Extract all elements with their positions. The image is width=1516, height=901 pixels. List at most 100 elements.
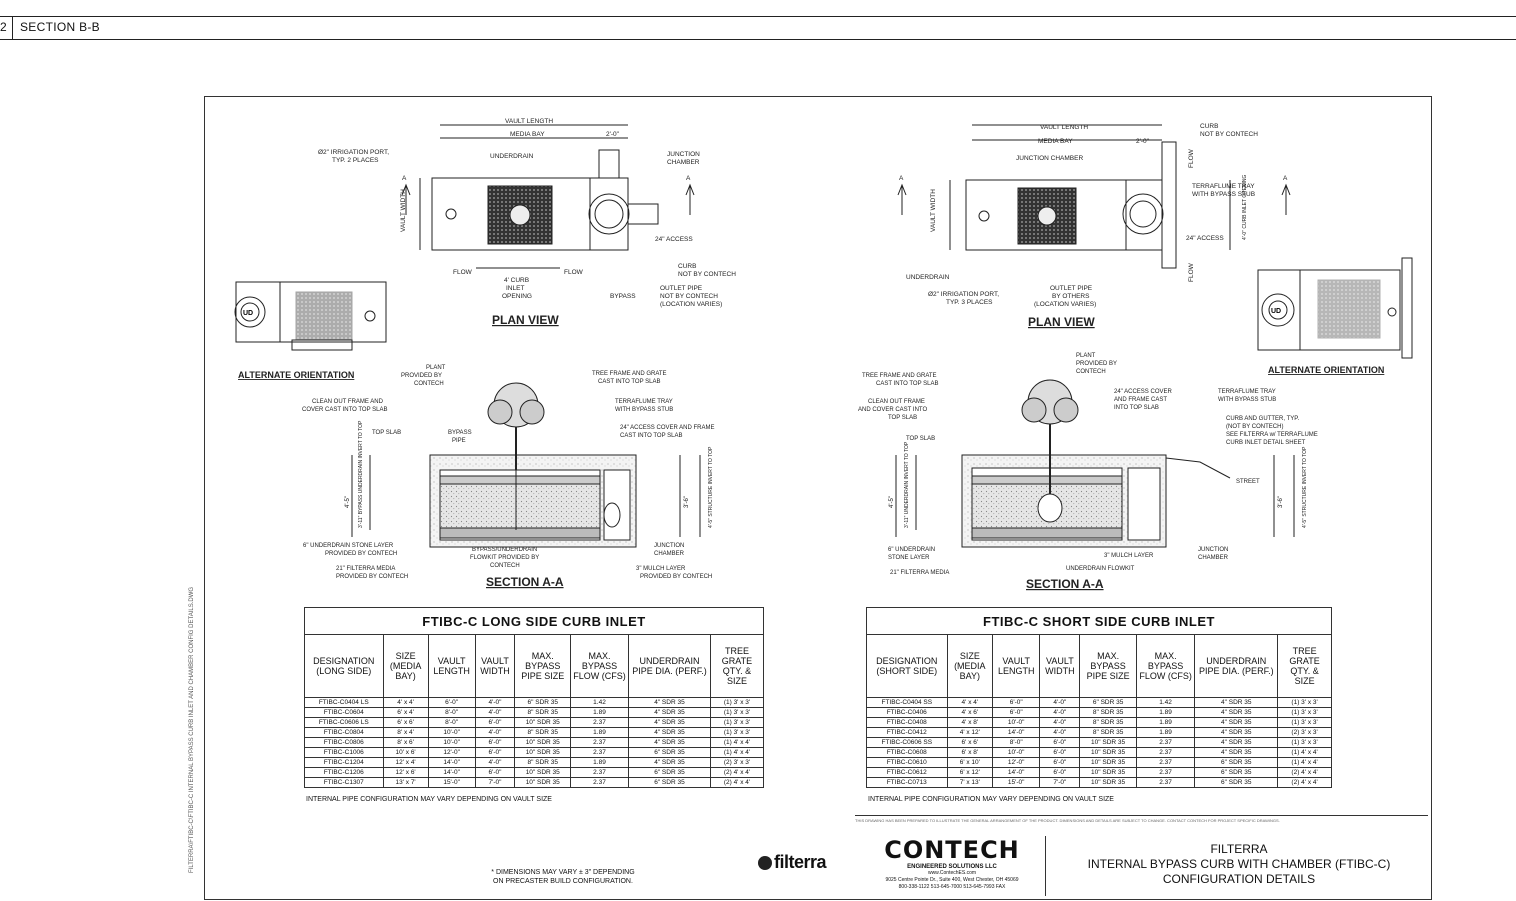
table-cell: 4" SDR 35 — [627, 707, 711, 718]
right-plan-view — [897, 124, 1291, 269]
svg-text:TERRAFLUME TRAY: TERRAFLUME TRAY — [615, 399, 673, 405]
contech-logo: CONTECH ENGINEERED SOLUTIONS LLC www.Con… — [859, 836, 1046, 896]
table-cell: 6' x 6' — [946, 737, 994, 748]
table-cell: (1) 4' x 4' — [709, 737, 765, 748]
filterra-logo-mark — [758, 856, 772, 870]
svg-text:AND COVER CAST INTO: AND COVER CAST INTO — [858, 407, 927, 413]
table-cell: 10" SDR 35 — [514, 777, 572, 788]
left-access-cover-inner — [594, 199, 624, 229]
svg-text:UNDERDRAIN FLOWKIT: UNDERDRAIN FLOWKIT — [1066, 566, 1135, 572]
table-cell: 7'-0" — [474, 777, 516, 788]
table-cell: 1.89 — [1135, 727, 1196, 738]
table-cell: 10" SDR 35 — [1079, 767, 1137, 778]
svg-text:JUNCTION: JUNCTION — [1198, 547, 1228, 553]
left-plan-labels: VAULT LENGTH MEDIA BAY 2'-0" Ø2" IRRIGAT… — [238, 118, 736, 380]
table-cell: (1) 4' x 4' — [1277, 747, 1332, 758]
svg-text:CAST INTO TOP SLAB: CAST INTO TOP SLAB — [620, 433, 682, 439]
svg-text:24" ACCESS COVER AND FRAME: 24" ACCESS COVER AND FRAME — [620, 425, 715, 431]
table-cell: FTIBC-C0412 — [866, 727, 948, 738]
svg-text:FLOW: FLOW — [1188, 262, 1195, 282]
table-cell: 10" SDR 35 — [514, 767, 572, 778]
table-cell: FTIBC-C0610 — [866, 757, 948, 768]
table-cell: 6'-0" — [1039, 737, 1081, 748]
label-curb-2: NOT BY CONTECH — [678, 271, 736, 278]
short-table-header: DESIGNATION (SHORT SIDE)SIZE (MEDIA BAY)… — [866, 634, 1332, 698]
drawing-title: FILTERRA INTERNAL BYPASS CURB WITH CHAMB… — [1087, 842, 1391, 886]
table-cell: 8'-0" — [427, 707, 476, 718]
table-cell: 6" SDR 35 — [627, 747, 711, 758]
table-cell: 7'-0" — [1039, 777, 1081, 788]
table-cell: 2.37 — [1135, 737, 1196, 748]
table-cell: 6' x 4' — [382, 707, 429, 718]
long-table-header: DESIGNATION (LONG SIDE)SIZE (MEDIA BAY)V… — [304, 634, 765, 698]
table-cell: 4" SDR 35 — [627, 737, 711, 748]
svg-text:3" MULCH LAYER: 3" MULCH LAYER — [636, 566, 686, 572]
table-cell: 4" SDR 35 — [627, 727, 711, 738]
label-curb-opening-2: INLET — [506, 285, 524, 292]
sheet-header: 2 SECTION B-B — [0, 16, 1516, 40]
table-cell: 4'-0" — [1039, 697, 1081, 708]
table-cell: 4" SDR 35 — [1194, 697, 1279, 708]
table-cell: 4' x 8' — [946, 717, 994, 728]
table-cell: (1) 3' x 3' — [709, 717, 765, 728]
table-cell: 6" SDR 35 — [1194, 757, 1279, 768]
table-cell: 6" SDR 35 — [1194, 777, 1279, 788]
right-curb — [1161, 141, 1177, 269]
svg-text:FLOWKIT PROVIDED BY: FLOWKIT PROVIDED BY — [470, 555, 539, 561]
table-cell: 8" SDR 35 — [514, 757, 572, 768]
table-cell: 10'-0" — [427, 737, 476, 748]
table-cell: FTIBC-C0806 — [304, 737, 384, 748]
svg-text:24" ACCESS: 24" ACCESS — [1186, 235, 1224, 242]
svg-text:CONTECH: CONTECH — [414, 381, 444, 387]
column-header: SIZE (MEDIA BAY) — [382, 634, 429, 698]
table-cell: 14'-0" — [427, 757, 476, 768]
table-cell: 6" SDR 35 — [1194, 767, 1279, 778]
svg-text:UNDERDRAIN: UNDERDRAIN — [906, 274, 950, 281]
table-cell: FTIBC-C0608 — [866, 747, 948, 758]
table-cell: 12'-0" — [992, 757, 1041, 768]
title-block-fine-print: THIS DRAWING HAS BEEN PREPARED TO ILLUST… — [855, 818, 1280, 823]
svg-text:TREE FRAME AND GRATE: TREE FRAME AND GRATE — [592, 371, 667, 377]
left-curb-pipe — [598, 149, 620, 179]
right-alternate-title: ALTERNATE ORIENTATION — [1268, 365, 1384, 375]
svg-text:MEDIA BAY: MEDIA BAY — [1038, 138, 1073, 145]
column-header: TREE GRATE QTY. & SIZE — [1277, 634, 1332, 698]
svg-text:CURB INLET DETAIL SHEET: CURB INLET DETAIL SHEET — [1226, 440, 1306, 446]
left-section-aa-title: SECTION A-A — [486, 575, 564, 589]
table-cell: 6' x 6' — [382, 717, 429, 728]
table-cell: 12' x 6' — [382, 767, 429, 778]
column-header: MAX. BYPASS PIPE SIZE — [514, 634, 572, 698]
table-cell: 1.42 — [570, 697, 629, 708]
table-cell: 6" SDR 35 — [627, 777, 711, 788]
svg-text:3'-11" BYPASS UNDERDRAIN INVER: 3'-11" BYPASS UNDERDRAIN INVERT TO TOP — [358, 420, 364, 528]
table-cell: 10'-0" — [992, 717, 1041, 728]
table-cell: 2.37 — [1135, 777, 1196, 788]
table-cell: 10" SDR 35 — [514, 747, 572, 758]
table-cell: 4'-0" — [1039, 717, 1081, 728]
table-cell: (2) 3' x 3' — [1277, 727, 1332, 738]
svg-text:NOT BY CONTECH: NOT BY CONTECH — [1200, 131, 1258, 138]
svg-text:4'-5": 4'-5" — [889, 496, 895, 508]
column-header: MAX. BYPASS FLOW (CFS) — [1135, 634, 1196, 698]
svg-text:PLANT: PLANT — [1076, 353, 1096, 359]
table-cell: FTIBC-C0404 SS — [866, 697, 948, 708]
right-plan-labels: VAULT LENGTH MEDIA BAY 2'-0" CURB NOT BY… — [899, 123, 1384, 375]
table-cell: 1.89 — [1135, 707, 1196, 718]
svg-text:STREET: STREET — [1236, 479, 1260, 485]
table-cell: 4'-0" — [474, 757, 516, 768]
table-cell: (2) 3' x 3' — [709, 757, 765, 768]
svg-text:TERRAFLUME TRAY: TERRAFLUME TRAY — [1192, 183, 1255, 190]
svg-text:4'-5" STRUCTURE INVERT TO TOP: 4'-5" STRUCTURE INVERT TO TOP — [708, 446, 714, 528]
svg-text:BY OTHERS: BY OTHERS — [1052, 293, 1090, 300]
table-cell: 6'-0" — [1039, 767, 1081, 778]
table-cell: 4'-0" — [1039, 727, 1081, 738]
svg-text:BYPASS: BYPASS — [448, 430, 472, 436]
table-cell: FTIBC-C1204 — [304, 757, 384, 768]
table-cell: 13' x 7' — [382, 777, 429, 788]
svg-text:A: A — [899, 175, 904, 182]
table-cell: FTIBC-C0713 — [866, 777, 948, 788]
table-cell: 8" SDR 35 — [1079, 717, 1137, 728]
